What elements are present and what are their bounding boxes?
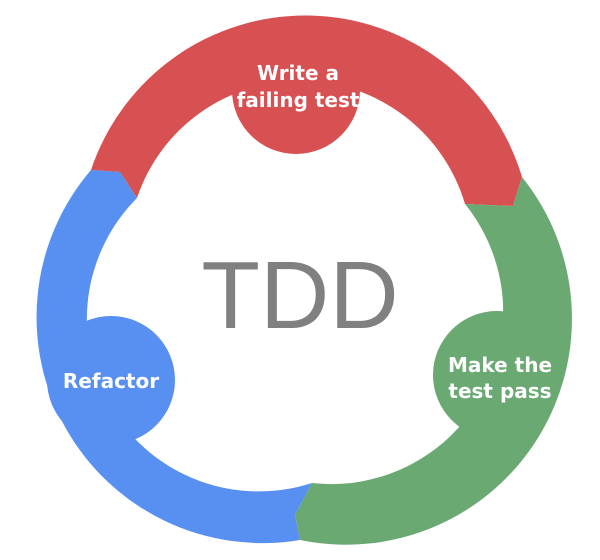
step-label-refactor: Refactor [63,369,159,393]
ring-segment-red [91,15,522,206]
step-circle-make-test-pass [433,311,561,439]
ring-segment-blue [36,170,312,544]
center-title: TDD [201,242,398,349]
ring-segment-green [295,177,572,545]
step-label-pass-line2: test pass [448,379,551,403]
step-circle-write-failing-test [232,26,360,154]
step-label-pass-line1: Make the [448,353,552,377]
step-circle-refactor [47,316,175,444]
step-label-write-line1: Write a [257,61,339,85]
step-label-write-line2: failing test [237,88,360,112]
